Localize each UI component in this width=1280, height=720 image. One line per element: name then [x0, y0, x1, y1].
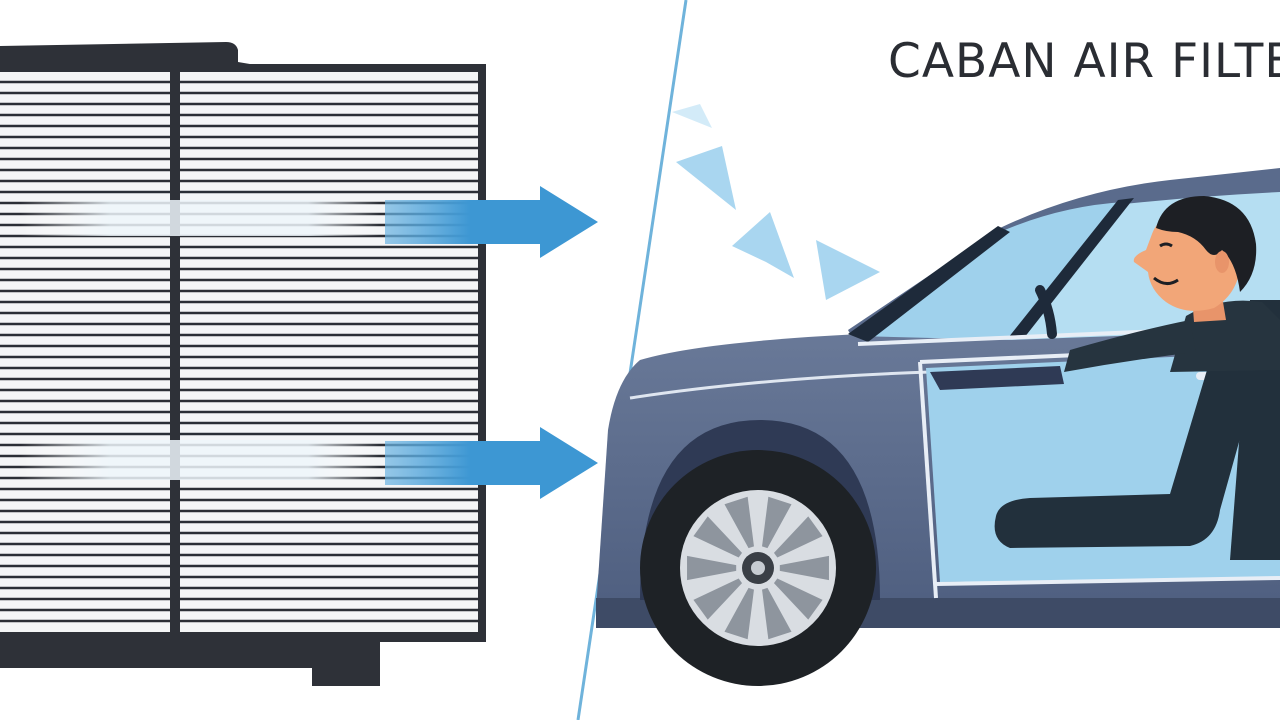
front-wheel — [640, 420, 880, 686]
seat — [994, 360, 1262, 548]
driver-arm — [1064, 320, 1196, 372]
rim-spoke — [687, 555, 737, 581]
driver-ear — [1215, 251, 1229, 273]
filter-media — [0, 72, 478, 632]
steering-wheel — [1035, 285, 1057, 339]
air-streak-lower — [20, 440, 380, 480]
rim-spoke — [693, 578, 743, 620]
windshield-frame — [848, 226, 1010, 342]
a-pillar — [1008, 198, 1134, 338]
filter-center-divider — [170, 66, 180, 638]
air-chevron-2 — [732, 212, 794, 278]
driver-eye — [1159, 242, 1173, 248]
door-edge — [918, 361, 938, 599]
air-chevron-3 — [816, 240, 880, 300]
air-streak-upper — [20, 200, 380, 236]
rim-spoke — [724, 496, 754, 549]
air-streak-faint — [672, 104, 712, 128]
rim-spoke — [779, 555, 829, 581]
rim-spoke — [762, 496, 792, 549]
rim-spoke — [693, 516, 743, 558]
incoming-air-chevrons — [672, 104, 880, 300]
dashboard — [930, 366, 1064, 390]
windshield — [856, 202, 1124, 340]
airflow-arrow-lower — [385, 427, 598, 499]
page-title: CABAN AIR FILTER — [888, 34, 1280, 89]
rim-spoke — [762, 587, 792, 640]
hub-cap — [751, 561, 765, 575]
rim-spoke — [724, 587, 754, 640]
cabin-air-filter — [0, 42, 486, 686]
driver-hair — [1156, 196, 1257, 292]
air-chevron-1 — [676, 146, 736, 210]
filter-bottom-foot — [0, 636, 380, 686]
rim-spoke — [773, 516, 823, 558]
hood-line — [629, 358, 1280, 400]
driver-smile — [1153, 276, 1179, 285]
rim-spoke — [773, 578, 823, 620]
rim-spokes — [687, 496, 829, 640]
airflow-arrow-upper — [385, 186, 598, 258]
driver — [994, 196, 1280, 560]
filter-bottom-lip — [0, 636, 486, 642]
door-bottom — [935, 576, 1280, 586]
